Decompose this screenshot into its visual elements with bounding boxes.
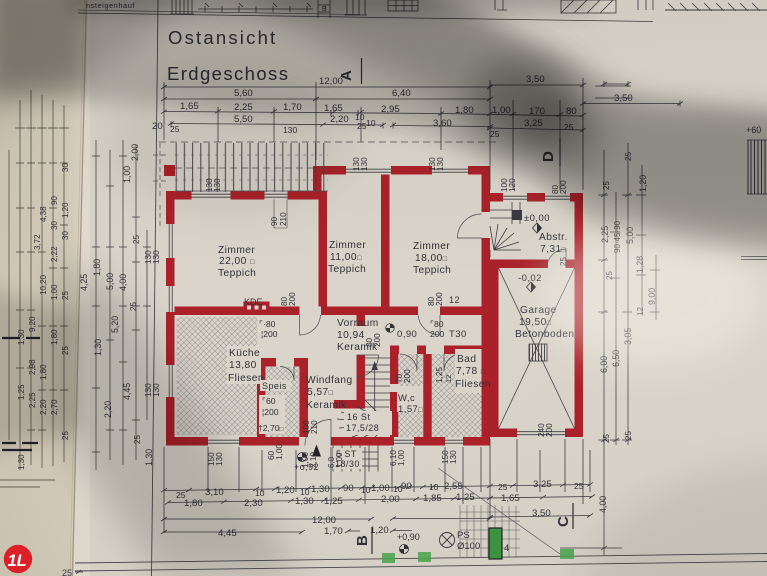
svg-text:1L: 1L [8, 552, 27, 570]
svg-text:25: 25 [62, 568, 72, 576]
